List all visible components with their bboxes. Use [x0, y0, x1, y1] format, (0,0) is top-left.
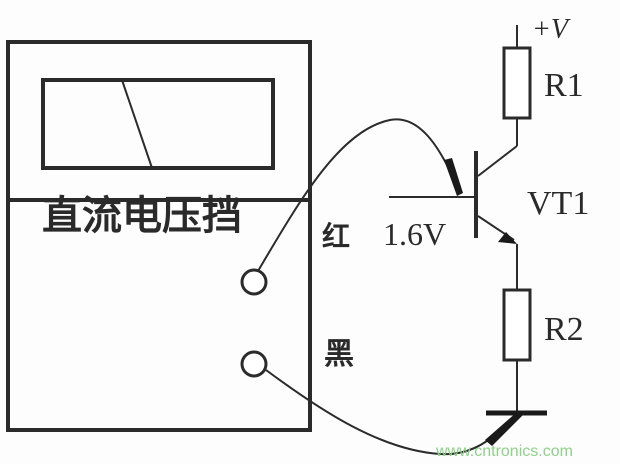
red-terminal — [240, 268, 268, 296]
resistor-r2-label: R2 — [544, 311, 584, 348]
red-probe-lead — [257, 118, 453, 272]
multimeter-body — [6, 40, 312, 202]
meter-display — [41, 78, 275, 170]
red-probe-tip — [444, 158, 463, 196]
red-lead-label: 红 — [322, 220, 350, 253]
black-probe-tip — [485, 412, 524, 446]
supply-label: +V — [532, 14, 571, 45]
multimeter-body-lower — [6, 40, 312, 432]
transistor-label: VT1 — [527, 185, 589, 222]
watermark: www.cntronics.com — [435, 443, 573, 460]
meter-needle — [121, 79, 153, 169]
resistor-r1 — [502, 46, 532, 120]
resistor-r2 — [502, 288, 532, 362]
resistor-r1-label: R1 — [544, 67, 584, 104]
black-probe-lead — [265, 369, 501, 456]
black-lead-label: 黑 — [324, 337, 354, 372]
measured-voltage: 1.6V — [383, 216, 446, 252]
meter-mode-label: 直流电压挡 — [42, 192, 242, 239]
black-terminal — [240, 350, 268, 378]
emitter-arrow-icon — [498, 232, 517, 244]
collector-lead — [477, 145, 518, 177]
